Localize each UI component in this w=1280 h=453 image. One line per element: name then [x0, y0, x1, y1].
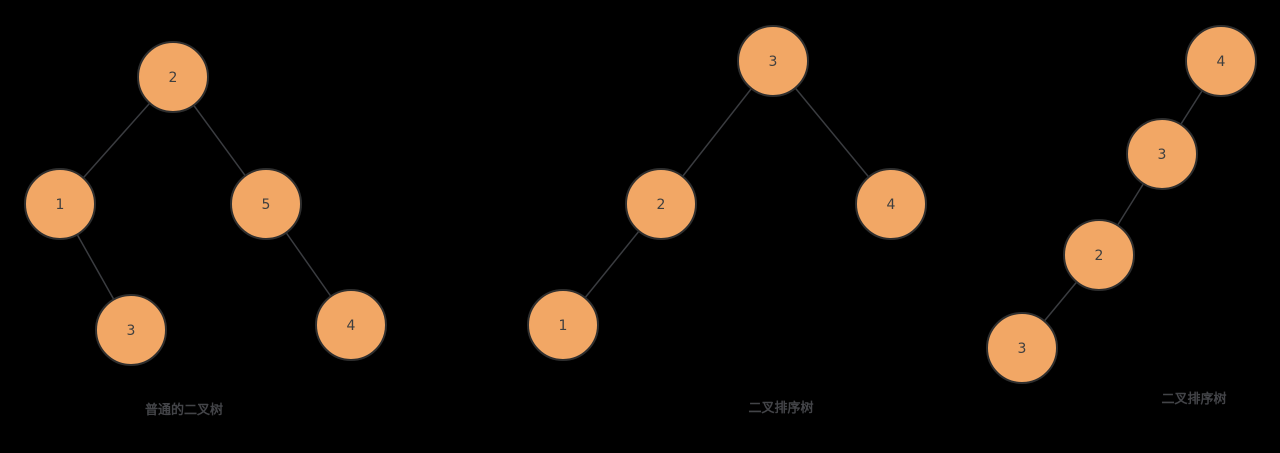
- node-circle: [137, 41, 209, 113]
- tree1-node-right: 5: [230, 168, 302, 240]
- tree2-node-right: 4: [855, 168, 927, 240]
- tree1-node-leaf-3: 3: [95, 294, 167, 366]
- node-value: 4: [347, 318, 356, 334]
- node-circle: [986, 312, 1058, 384]
- node-circle: [1126, 118, 1198, 190]
- node-value: 2: [169, 70, 178, 86]
- node-value: 3: [127, 323, 136, 339]
- tree1-node-left: 1: [24, 168, 96, 240]
- tree1-node-leaf-4: 4: [315, 289, 387, 361]
- node-value: 3: [1018, 341, 1027, 357]
- node-circle: [855, 168, 927, 240]
- node-circle: [737, 25, 809, 97]
- node-value: 5: [262, 197, 271, 213]
- tree-binary-sort: 3 2 4 1 二叉排序树: [527, 25, 927, 416]
- node-circle: [1063, 219, 1135, 291]
- tree-ordinary-binary: 2 1 5 3 4 普通的二叉树: [24, 41, 387, 418]
- node-circle: [625, 168, 697, 240]
- tree2-caption: 二叉排序树: [748, 400, 813, 416]
- node-circle: [527, 289, 599, 361]
- tree1-node-root: 2: [137, 41, 209, 113]
- node-value: 4: [1217, 54, 1226, 70]
- tree3-node-level4: 3: [986, 312, 1058, 384]
- tree3-node-level3: 2: [1063, 219, 1135, 291]
- node-value: 1: [56, 197, 65, 213]
- node-circle: [1185, 25, 1257, 97]
- node-circle: [230, 168, 302, 240]
- tree2-node-left: 2: [625, 168, 697, 240]
- tree2-node-root: 3: [737, 25, 809, 97]
- tree2-node-leaf-1: 1: [527, 289, 599, 361]
- tree3-caption: 二叉排序树: [1161, 391, 1226, 407]
- tree3-node-root: 4: [1185, 25, 1257, 97]
- node-value: 2: [1095, 248, 1104, 264]
- node-value: 2: [657, 197, 666, 213]
- node-circle: [95, 294, 167, 366]
- node-value: 1: [559, 318, 568, 334]
- node-circle: [24, 168, 96, 240]
- node-circle: [315, 289, 387, 361]
- tree3-node-level2: 3: [1126, 118, 1198, 190]
- node-value: 3: [1158, 147, 1167, 163]
- tree1-caption: 普通的二叉树: [145, 402, 223, 418]
- node-value: 3: [769, 54, 778, 70]
- node-value: 4: [887, 197, 896, 213]
- tree-skewed-binary-sort: 4 3 2 3 二叉排序树: [986, 25, 1257, 407]
